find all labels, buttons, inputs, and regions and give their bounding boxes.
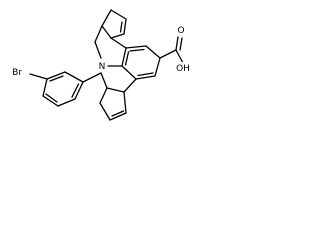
central-benzene-ring [121,45,161,80]
hydroxyl-label: OH [176,64,190,74]
carbonyl-oxygen-label: O [177,26,184,36]
upper-piperidine-bonds [94,25,127,59]
lower-piperidine-bonds [100,65,137,93]
nitrogen-label: N [99,62,106,72]
bromophenyl-group [29,71,102,107]
chemical-structure-diagram: N Br O OH [6,9,194,121]
lower-cyclopentene-ring [99,87,127,121]
carboxylic-acid-group [159,36,184,64]
bromine-label: Br [12,68,22,78]
upper-cyclopentene-ring [101,9,127,39]
